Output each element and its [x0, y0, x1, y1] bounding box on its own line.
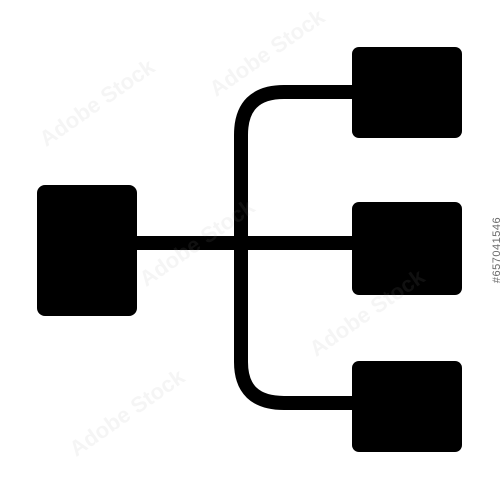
- child-node-middle: [352, 202, 462, 295]
- stock-id-label: #657041546: [490, 216, 500, 284]
- parent-node: [37, 185, 137, 316]
- child-node-bottom: [352, 361, 462, 452]
- connector-branch-top: [234, 85, 352, 243]
- child-node-top: [352, 47, 462, 138]
- connector-branch-bottom: [234, 243, 352, 410]
